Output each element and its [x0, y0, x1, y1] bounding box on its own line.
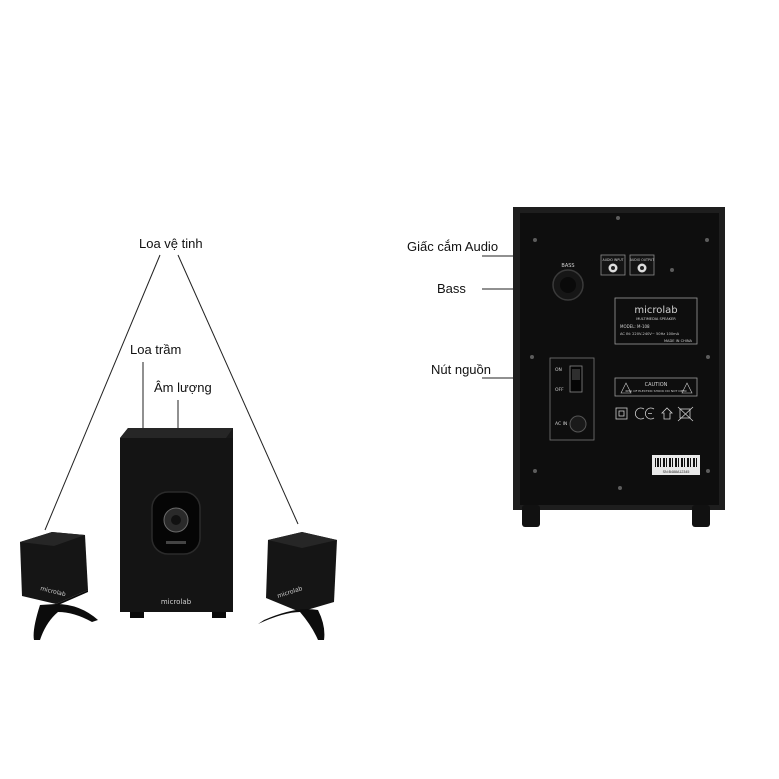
subwoofer-front: microlab	[120, 428, 233, 618]
sub-brand-text: microlab	[161, 598, 192, 606]
svg-text:SN:B488A12345: SN:B488A12345	[663, 470, 690, 474]
ac-in-socket	[569, 415, 587, 433]
caution-label	[614, 377, 698, 397]
svg-text:MADE IN CHINA: MADE IN CHINA	[664, 339, 693, 343]
svg-text:CAUTION: CAUTION	[645, 382, 668, 388]
left-satellite-speaker: microlab	[20, 532, 98, 640]
callout-power: Nút nguồn	[431, 362, 491, 377]
svg-text:MULTIMEDIA SPEAKER: MULTIMEDIA SPEAKER	[636, 317, 676, 321]
callout-volume: Âm lượng	[154, 380, 212, 395]
callout-subwoofer: Loa trầm	[130, 342, 182, 357]
svg-text:OFF: OFF	[555, 387, 564, 393]
svg-text:AC IN: 220V-240V~ 50Hz 100mA: AC IN: 220V-240V~ 50Hz 100mA	[620, 332, 680, 336]
svg-text:RISK OF ELECTRIC SHOCK DO NOT: RISK OF ELECTRIC SHOCK DO NOT OPEN	[625, 389, 686, 393]
bass-label: BASS	[561, 263, 574, 269]
svg-text:MODEL: M-108: MODEL: M-108	[620, 324, 650, 329]
svg-text:ON: ON	[555, 367, 562, 373]
callout-bass: Bass	[437, 281, 466, 296]
info-label	[614, 297, 698, 345]
svg-text:AUDIO INPUT: AUDIO INPUT	[603, 258, 624, 262]
power-panel	[549, 357, 595, 441]
callout-satellite: Loa vệ tinh	[139, 236, 203, 251]
svg-text:AUDIO OUTPUT: AUDIO OUTPUT	[630, 258, 654, 262]
callout-audio-jack: Giấc cắm Audio	[407, 239, 499, 254]
subwoofer-back: BASS AUDIO INPUT AUDIO OUTPUT microlab M…	[513, 207, 725, 527]
back-brand: microlab	[634, 305, 677, 316]
svg-text:AC IN: AC IN	[555, 421, 567, 427]
right-satellite-speaker: microlab	[258, 532, 337, 640]
certification-marks	[615, 406, 694, 422]
